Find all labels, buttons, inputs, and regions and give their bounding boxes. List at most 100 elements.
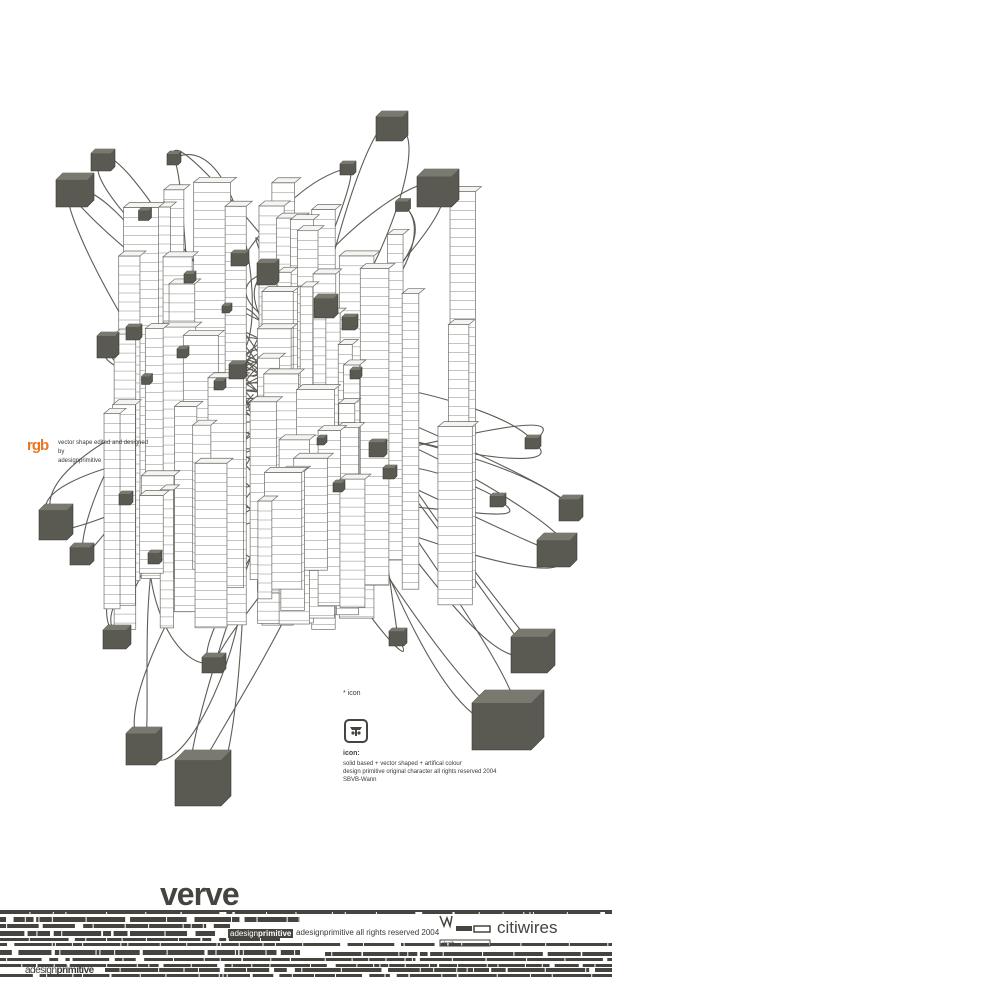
barcode-strip bbox=[83, 974, 110, 977]
barcode-strip bbox=[198, 968, 220, 972]
barcode-strip bbox=[408, 952, 418, 956]
barcode-strip bbox=[362, 952, 399, 956]
barcode-strip bbox=[73, 974, 83, 977]
barcode-strip bbox=[125, 924, 149, 928]
building bbox=[401, 288, 426, 590]
plug-icon bbox=[510, 628, 556, 674]
plug-icon bbox=[316, 434, 328, 446]
plug-icon bbox=[221, 302, 233, 314]
plug-icon bbox=[313, 293, 339, 319]
brand-tag: adesignprimitive bbox=[228, 929, 294, 938]
barcode-strip bbox=[545, 968, 586, 972]
barcode-strip bbox=[74, 938, 86, 941]
barcode-strip bbox=[213, 924, 230, 928]
barcode-strip bbox=[111, 974, 140, 977]
barcode-strip bbox=[25, 917, 34, 922]
barcode-strip bbox=[83, 943, 121, 946]
barcode-strip bbox=[419, 952, 428, 956]
barcode-strip bbox=[202, 938, 212, 941]
plug-icon bbox=[339, 160, 357, 176]
barcode-strip bbox=[54, 950, 60, 955]
plug-icon bbox=[69, 542, 95, 566]
barcode-strip bbox=[497, 974, 530, 977]
barcode-strip bbox=[420, 968, 434, 972]
plug-icon bbox=[183, 270, 197, 284]
barcode-strip bbox=[275, 943, 303, 946]
barcode-strip bbox=[53, 931, 62, 936]
barcode-strip bbox=[52, 943, 55, 946]
credit-line: by bbox=[58, 449, 65, 455]
barcode-strip bbox=[114, 958, 123, 961]
barcode-strip bbox=[270, 964, 310, 967]
barcode-strip bbox=[521, 943, 546, 946]
barcode-strip bbox=[178, 938, 201, 941]
brand-bold: primitive bbox=[258, 929, 292, 938]
barcode-strip bbox=[440, 943, 448, 946]
barcode-strip bbox=[409, 974, 442, 977]
barcode-strip bbox=[287, 917, 299, 922]
plug-icon bbox=[174, 749, 232, 807]
barcode-strip bbox=[217, 943, 221, 946]
plug-icon bbox=[382, 464, 398, 480]
barcode-strip bbox=[252, 974, 274, 977]
barcode-strip bbox=[582, 952, 612, 956]
barcode-strip bbox=[107, 964, 137, 967]
barcode-strip bbox=[120, 968, 159, 972]
barcode-strip bbox=[357, 964, 374, 967]
plug-icon bbox=[102, 624, 132, 650]
barcode-strip bbox=[396, 974, 409, 977]
barcode-strip bbox=[302, 968, 341, 972]
barcode-strip bbox=[191, 924, 203, 928]
barcode-strip bbox=[123, 958, 136, 961]
plug-icon bbox=[375, 110, 409, 142]
building bbox=[338, 473, 372, 608]
barcode-strip bbox=[204, 958, 220, 961]
barcode-strip bbox=[380, 964, 389, 967]
barcode-strip bbox=[113, 931, 128, 936]
barcode-strip bbox=[160, 943, 187, 946]
plug-icon bbox=[416, 168, 460, 208]
barcode-strip bbox=[565, 958, 603, 961]
barcode-strip bbox=[385, 974, 390, 977]
icon-description: design primitive original character all … bbox=[343, 769, 497, 775]
plug-icon bbox=[96, 331, 120, 359]
barcode-strip bbox=[140, 974, 166, 977]
barcode-strip bbox=[65, 958, 70, 961]
barcode-strip bbox=[159, 968, 184, 972]
barcode-strip bbox=[174, 958, 204, 961]
barcode-strip bbox=[195, 931, 215, 936]
plug-icon bbox=[201, 652, 227, 674]
barcode-strip bbox=[216, 950, 235, 955]
barcode-strip bbox=[194, 917, 232, 922]
credit-line: vector shape edited and designed bbox=[58, 440, 149, 446]
barcode-strip bbox=[39, 917, 52, 922]
barcode-strip bbox=[462, 943, 489, 946]
barcode-strip bbox=[325, 958, 352, 961]
barcode-strip bbox=[13, 917, 25, 922]
series-title: citiwires bbox=[497, 918, 558, 937]
poster-title: verve bbox=[160, 876, 240, 912]
barcode-strip bbox=[146, 938, 178, 941]
barcode-strip bbox=[486, 958, 527, 961]
barcode-strip bbox=[219, 974, 223, 977]
barcode-strip bbox=[386, 958, 405, 961]
barcode-strip bbox=[594, 968, 612, 972]
plug-icon bbox=[213, 377, 227, 391]
barcode-strip bbox=[223, 974, 227, 977]
barcode-strip bbox=[292, 974, 315, 977]
barcode-strip bbox=[239, 950, 243, 955]
plug-icon bbox=[471, 689, 545, 751]
plug-icon bbox=[341, 313, 359, 331]
barcode-strip bbox=[434, 968, 457, 972]
barcode-strip bbox=[0, 958, 7, 961]
barcode-strip bbox=[49, 958, 59, 961]
barcode-strip bbox=[220, 958, 242, 961]
plug-icon bbox=[489, 492, 507, 508]
barcode-strip bbox=[554, 964, 579, 967]
barcode-strip bbox=[130, 917, 167, 922]
barcode-strip bbox=[187, 943, 217, 946]
barcode-strip bbox=[83, 924, 93, 928]
icon-caption: * icon bbox=[343, 690, 361, 697]
barcode-strip bbox=[388, 968, 420, 972]
